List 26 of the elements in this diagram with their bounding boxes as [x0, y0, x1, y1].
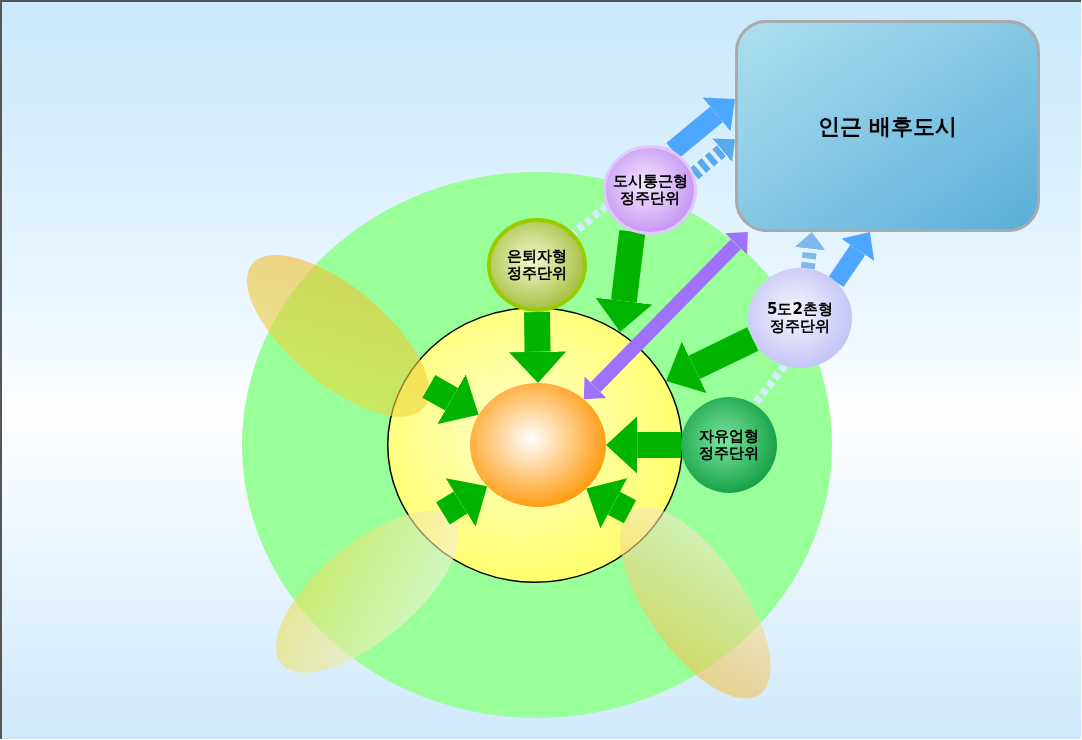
unit-circle [681, 397, 777, 493]
unit-label: 5도2촌형 정주단위 [766, 300, 834, 335]
arrow [436, 478, 488, 527]
unit-circle [487, 218, 587, 312]
arrow [606, 416, 681, 474]
arrow [583, 232, 748, 400]
core-circle [470, 383, 606, 507]
arrow [666, 97, 735, 159]
unit-label: 은퇴자형 정주단위 [506, 247, 568, 282]
arrow [422, 374, 479, 425]
inner-zone-circle [387, 307, 683, 583]
arrow [794, 232, 826, 270]
unit-label: 도시통근형 정주단위 [611, 172, 689, 207]
city-label: 인근 배후도시 [816, 113, 959, 139]
city-box [735, 20, 1040, 232]
arrow [508, 311, 567, 383]
connector-line [571, 202, 609, 237]
arrow [586, 478, 637, 529]
unit-label: 자유업형 정주단위 [698, 427, 760, 462]
connector-line [751, 363, 788, 407]
arrow [666, 327, 759, 394]
unit-circle [748, 268, 852, 368]
arrow [828, 232, 875, 288]
outer-zone-circle [242, 172, 832, 718]
unit-circle [603, 145, 697, 235]
arrow [689, 138, 735, 180]
